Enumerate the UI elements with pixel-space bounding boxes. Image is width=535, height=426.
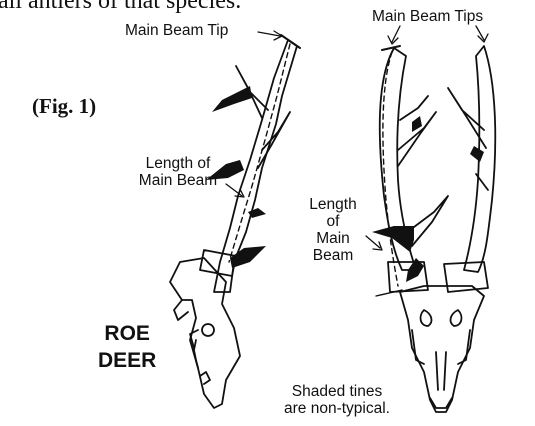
deer-left-tine-2 [400, 96, 428, 120]
roe-measure-line [229, 44, 290, 262]
top-text: all antlers of that species. [0, 0, 241, 15]
figure-label: (Fig. 1) [32, 94, 96, 119]
roe-shaded-tine-4 [230, 246, 266, 268]
deer-shaded-tine-3 [470, 146, 484, 162]
deer-shaded-tine-1 [372, 226, 414, 252]
shaded-tines-note: Shaded tines are non-typical. [272, 383, 402, 417]
deer-right-burr [444, 262, 488, 292]
length-of-main-beam-label: Length of Main Beam [128, 155, 228, 189]
length-of-main-beam-right-label: Length of Main Beam [300, 196, 366, 264]
main-beam-tip-label: Main Beam Tip [125, 22, 228, 39]
roe-shaded-tine-1 [212, 86, 252, 112]
deer-left-brow [410, 196, 448, 246]
species-label: ROE DEER [98, 320, 156, 374]
deer-right-tine-1 [448, 88, 486, 148]
deer-skull [400, 286, 484, 412]
roe-skull [170, 258, 240, 408]
deer-shaded-tine-4 [412, 116, 422, 132]
main-beam-tips-label: Main Beam Tips [372, 8, 483, 25]
